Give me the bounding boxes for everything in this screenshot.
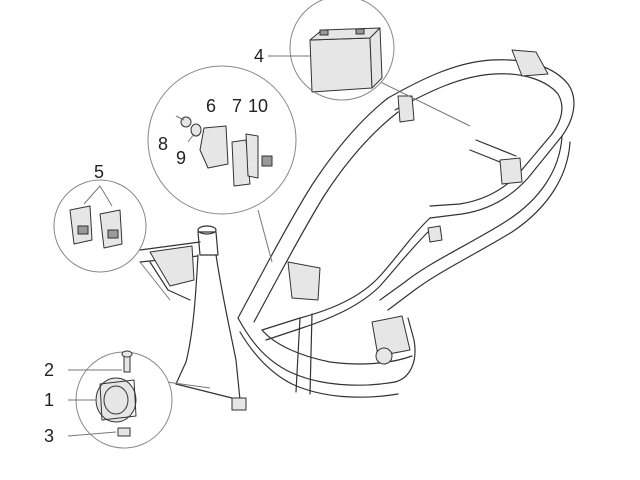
callout-labels: 1 2 3 4 5 6 7 8 9 10 [44, 46, 268, 446]
screw-icon [121, 350, 133, 373]
scooter-frame [139, 49, 575, 411]
callout-3: 3 [44, 426, 54, 446]
callout-1: 1 [44, 390, 54, 410]
callout-5: 5 [94, 162, 104, 182]
detail-circle-small-brackets [53, 179, 171, 301]
detail-circle-battery [268, 0, 471, 127]
detail-circle-bracket-kit [147, 65, 297, 263]
clip-icon [117, 427, 131, 437]
small-bracket-icon [69, 205, 123, 249]
callout-9: 9 [176, 148, 186, 168]
detail-circle-horn [67, 350, 211, 449]
callout-10: 10 [248, 96, 268, 116]
callout-4: 4 [254, 46, 264, 66]
bracket-icon [199, 125, 273, 187]
callout-7: 7 [232, 96, 242, 116]
battery-icon [309, 27, 383, 93]
callout-2: 2 [44, 360, 54, 380]
callout-6: 6 [206, 96, 216, 116]
horn-icon [95, 377, 137, 423]
callout-8: 8 [158, 134, 168, 154]
